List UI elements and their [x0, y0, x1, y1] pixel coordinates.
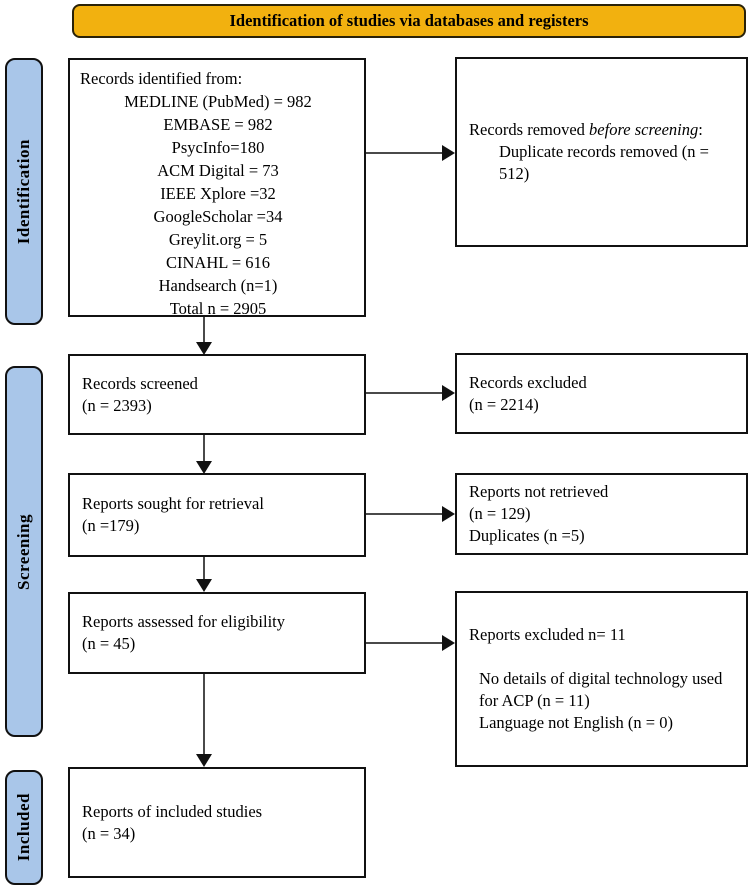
- arrow-identified-to-screened-head: [196, 342, 212, 355]
- records-removed-prefix: Records removed: [469, 120, 590, 140]
- arrow-identified-to-screened-line: [203, 317, 205, 343]
- stage-label-included-text: Included: [14, 793, 33, 862]
- records-identified-line: GoogleScholar =34: [153, 207, 283, 226]
- records-identified-line: MEDLINE (PubMed) = 982: [124, 92, 312, 111]
- box-reports-not-retrieved: Reports not retrieved (n = 129) Duplicat…: [455, 473, 748, 555]
- records-identified-line: Greylit.org = 5: [168, 230, 268, 249]
- stage-label-identification: Identification: [5, 58, 43, 325]
- reports-not-retrieved-line1: Reports not retrieved: [469, 482, 609, 502]
- reports-excluded-title: Reports excluded n= 11: [469, 625, 626, 645]
- box-records-removed: Records removed before screening: Duplic…: [455, 57, 748, 247]
- arrow-assessed-to-included-head: [196, 754, 212, 767]
- reports-assessed-line1: Reports assessed for eligibility: [82, 612, 286, 632]
- reports-excluded-reasons: No details of digital technology used fo…: [479, 668, 732, 733]
- reports-excluded-reason: Language not English (n = 0): [479, 712, 673, 732]
- records-removed-italic: before screening: [589, 120, 699, 140]
- box-records-excluded: Records excluded (n = 2214): [455, 353, 748, 434]
- arrow-sought-to-assessed-line: [203, 557, 205, 580]
- box-reports-assessed: Reports assessed for eligibility (n = 45…: [68, 592, 366, 674]
- arrow-identified-to-removed-line: [366, 152, 444, 154]
- reports-excluded-reason: No details of digital technology used fo…: [479, 669, 723, 710]
- arrow-screened-to-excluded-head: [442, 385, 455, 401]
- stage-label-included: Included: [5, 770, 43, 885]
- reports-not-retrieved-line2: (n = 129): [469, 504, 531, 524]
- records-screened-line1: Records screened: [82, 373, 198, 393]
- records-identified-line: IEEE Xplore =32: [160, 184, 276, 203]
- reports-assessed-line2: (n = 45): [82, 634, 136, 653]
- box-reports-sought: Reports sought for retrieval (n =179): [68, 473, 366, 557]
- box-reports-included: Reports of included studies (n = 34): [68, 767, 366, 878]
- arrow-assessed-to-excluded-head: [442, 635, 455, 651]
- records-excluded-line2: (n = 2214): [469, 394, 539, 414]
- records-removed-title: Records removed before screening:: [469, 119, 740, 141]
- reports-not-retrieved-line3: Duplicates (n =5): [469, 525, 585, 545]
- box-records-identified: Records identified from: MEDLINE (PubMed…: [68, 58, 366, 318]
- records-identified-title: Records identified from:: [80, 69, 243, 88]
- reports-included-line2: (n = 34): [82, 823, 136, 843]
- records-screened-line2: (n = 2393): [82, 395, 152, 415]
- arrow-assessed-to-excluded-line: [366, 642, 444, 644]
- records-identified-line: ACM Digital = 73: [157, 161, 279, 180]
- records-identified-line: Handsearch (n=1): [158, 276, 278, 295]
- arrow-screened-to-sought-head: [196, 461, 212, 474]
- diagram-title: Identification of studies via databases …: [229, 11, 589, 30]
- arrow-assessed-to-included-line: [203, 674, 205, 755]
- arrow-screened-to-excluded-line: [366, 392, 444, 394]
- reports-sought-line2: (n =179): [82, 516, 140, 535]
- box-reports-excluded: Reports excluded n= 11 No details of dig…: [455, 591, 748, 767]
- arrow-identified-to-removed-head: [442, 145, 455, 161]
- stage-label-screening-text: Screening: [14, 513, 33, 590]
- records-removed-suffix: :: [698, 120, 703, 140]
- arrow-screened-to-sought-line: [203, 435, 205, 462]
- records-identified-line: EMBASE = 982: [163, 115, 273, 134]
- records-identified-line: CINAHL = 616: [165, 253, 271, 272]
- arrow-sought-to-notretrieved-line: [366, 513, 444, 515]
- arrow-sought-to-assessed-head: [196, 579, 212, 592]
- records-identified-line: PsycInfo=180: [171, 138, 265, 157]
- stage-label-screening: Screening: [5, 366, 43, 737]
- diagram-title-banner: Identification of studies via databases …: [72, 4, 746, 38]
- arrow-sought-to-notretrieved-head: [442, 506, 455, 522]
- records-removed-detail: Duplicate records removed (n = 512): [499, 142, 709, 183]
- stage-label-identification-text: Identification: [14, 138, 33, 245]
- reports-included-line1: Reports of included studies: [82, 801, 263, 821]
- records-excluded-line1: Records excluded: [469, 372, 587, 392]
- reports-sought-line1: Reports sought for retrieval: [82, 494, 264, 514]
- box-records-screened: Records screened (n = 2393): [68, 354, 366, 435]
- records-identified-line: Total n = 2905: [169, 299, 267, 318]
